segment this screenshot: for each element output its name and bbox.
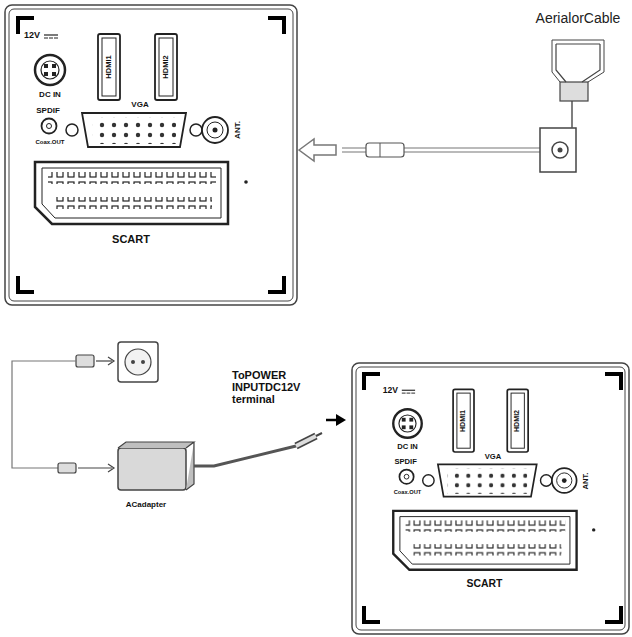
power-connection xyxy=(12,342,346,490)
port-label: SPDIF xyxy=(394,458,416,466)
tv-back-panel-part xyxy=(18,18,284,292)
tv-back-panel-part xyxy=(352,363,629,634)
power-connection-part xyxy=(96,360,112,361)
port-label: SPDIF xyxy=(36,107,60,116)
tv-back-panel-part xyxy=(35,34,248,224)
power-connection-part xyxy=(118,442,194,490)
power-connection-part xyxy=(194,446,296,466)
aerial-cable-part xyxy=(552,142,568,158)
port-label: HDMI2 xyxy=(514,410,522,432)
power-connection-part xyxy=(141,360,145,364)
port-label: Coax.OUT xyxy=(35,139,64,146)
tv-back-panel-part xyxy=(364,374,621,622)
port-label: Coax.OUT xyxy=(394,489,422,495)
aerial-cable xyxy=(299,40,604,172)
aerial-cable-part xyxy=(571,101,573,128)
port-label: HDMI1 xyxy=(105,55,113,78)
tv-back-panel xyxy=(352,363,629,634)
instruction-label: ToPOWER INPUTDC12V terminal xyxy=(232,369,318,405)
port-label: HDMI2 xyxy=(162,55,170,78)
tv-back-panel-part xyxy=(9,9,293,301)
tv-back-panel-part xyxy=(393,389,595,570)
aerial-cable-part xyxy=(380,143,381,157)
aerial-cable-part xyxy=(552,40,604,82)
tv-back-panel-part xyxy=(356,367,625,630)
splitter xyxy=(560,82,588,101)
wall-socket xyxy=(540,128,576,172)
power-connection-part xyxy=(108,464,114,472)
tv-back-panel xyxy=(5,5,297,305)
aerial-cable-part xyxy=(558,148,563,153)
port-label: SCART xyxy=(466,578,502,589)
aerial-cable-part xyxy=(556,44,600,82)
power-connection-part xyxy=(78,467,112,468)
power-connection-part xyxy=(58,463,76,473)
tv-back-panel-part xyxy=(5,5,297,305)
port-label: ANT. xyxy=(582,472,590,489)
port-label: VGA xyxy=(485,453,501,461)
port-label: SCART xyxy=(112,233,150,245)
power-connection-part xyxy=(108,357,114,365)
wall-outlet xyxy=(118,342,158,382)
port-label: VGA xyxy=(131,101,148,110)
part-label: ACadapter xyxy=(126,501,166,510)
port-label: DC IN xyxy=(39,91,61,100)
power-connection-part xyxy=(336,414,346,426)
power-connection-part xyxy=(131,360,135,364)
port-label: 12V xyxy=(383,386,398,395)
port-label: DC IN xyxy=(397,443,418,451)
power-connection-part xyxy=(296,436,316,446)
power-connection-part xyxy=(316,433,322,436)
port-label: 12V xyxy=(24,31,40,41)
power-connection-part xyxy=(296,436,316,446)
power-connection-part xyxy=(12,361,76,468)
port-label: ANT. xyxy=(234,121,243,139)
coax-plug xyxy=(366,143,404,157)
ac-adapter xyxy=(118,448,186,490)
port-label: HDMI1 xyxy=(460,410,468,432)
cable-label: AerialorCable xyxy=(536,11,621,26)
mains-plug xyxy=(76,355,94,367)
power-connection-part xyxy=(125,349,151,375)
hollow-arrow xyxy=(299,139,336,161)
